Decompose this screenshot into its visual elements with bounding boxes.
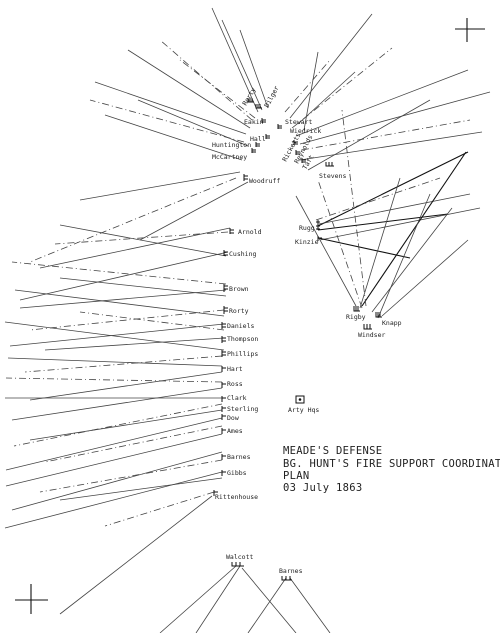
battery-label-cushing: Cushing (229, 250, 256, 258)
registration-mark-top-right (455, 18, 485, 42)
battery-label-thompson: Thompson (227, 335, 258, 343)
battery-label-rigby: Rigby (346, 313, 366, 321)
title-line-2: BG. HUNT'S FIRE SUPPORT COORDINATION (283, 458, 500, 470)
battery-label-rorty: Rorty (229, 307, 249, 315)
battery-label-phillips: Phillips (227, 350, 258, 358)
battery-markers (213, 98, 382, 581)
title-line-3: PLAN (283, 470, 310, 482)
battery-label-rittenhouse: Rittenhouse (215, 493, 258, 501)
title-block: MEADE'S DEFENSE BG. HUNT'S FIRE SUPPORT … (283, 445, 500, 494)
battery-label-hart: Hart (227, 365, 243, 373)
battery-label-eakin: Eakin (244, 118, 264, 126)
battery-label-arnold: Arnold (238, 228, 262, 236)
battery-label-dilger: Dilger (263, 84, 281, 109)
artillery-hq-label: Arty Hqs (288, 406, 319, 414)
battery-labels: Rorty Dilger Eakin Stewart Wiedrick Hall… (212, 84, 402, 575)
battery-label-ames: Ames (227, 427, 243, 435)
registration-mark-bottom-left (15, 584, 48, 614)
battery-label-walcott: Walcott (226, 553, 253, 561)
battery-label-stewart: Stewart (285, 118, 312, 126)
battery-label-woodruff: Woodruff (249, 177, 280, 185)
lines-of-fire (4, 7, 491, 633)
battery-label-rugg: Rugg (299, 224, 315, 232)
artillery-hq-flag-icon (295, 395, 305, 404)
battery-label-clark: Clark (227, 394, 247, 402)
battery-label-stevens: Stevens (319, 172, 346, 180)
battery-label-wiedrick: Wiedrick (290, 127, 321, 135)
battery-label-mccartney: McCartney (212, 153, 247, 161)
battery-label-sterling: Sterling (227, 405, 258, 413)
battery-label-rorty-north: Rorty (241, 86, 258, 107)
battery-label-knapp: Knapp (382, 319, 402, 327)
battery-label-barnes-south: Barnes (279, 567, 303, 575)
battery-label-barnes: Barnes (227, 453, 251, 461)
battery-label-ross: Ross (227, 380, 243, 388)
battery-label-hall: Hall (250, 135, 266, 143)
battery-label-dow: Dow (227, 414, 239, 422)
battery-label-huntington: Huntington (212, 141, 251, 149)
battery-label-windser: Windser (358, 331, 385, 339)
battery-label-kinzie: Kinzie (295, 238, 319, 246)
battery-label-daniels: Daniels (227, 322, 254, 330)
title-line-4: 03 July 1863 (283, 482, 362, 494)
battery-label-brown: Brown (229, 285, 249, 293)
battery-label-gibbs: Gibbs (227, 469, 247, 477)
title-line-1: MEADE'S DEFENSE (283, 445, 382, 457)
